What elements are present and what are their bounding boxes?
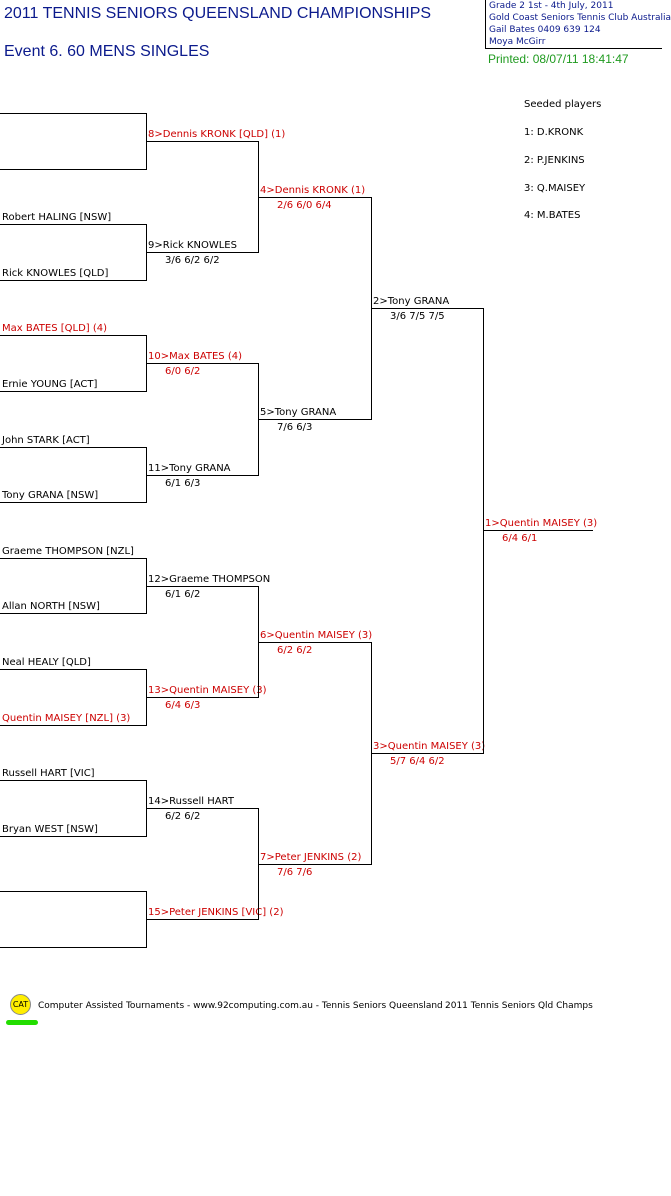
- bracket-line: [146, 808, 258, 809]
- event-title: Event 6. 60 MENS SINGLES: [4, 43, 210, 60]
- match-winner: 13>Quentin MAISEY (3): [148, 685, 267, 696]
- bracket-line: [0, 947, 146, 948]
- player-name: Allan NORTH [NSW]: [2, 601, 100, 612]
- bracket-line: [258, 864, 371, 865]
- bracket-line: [0, 780, 146, 781]
- match-winner: 8>Dennis KRONK [QLD] (1): [148, 129, 286, 140]
- seed-item: 2: P.JENKINS: [524, 155, 585, 166]
- cat-logo-icon: CAT: [10, 994, 31, 1015]
- info-line: Grade 2 1st - 4th July, 2011: [489, 1, 614, 11]
- player-name: Ernie YOUNG [ACT]: [2, 379, 98, 390]
- bracket-line: [0, 224, 146, 225]
- bracket-line: [0, 391, 146, 392]
- player-name: Bryan WEST [NSW]: [2, 824, 98, 835]
- info-line: Gail Bates 0409 639 124: [489, 25, 601, 35]
- player-name: Robert HALING [NSW]: [2, 212, 112, 223]
- match-score: 6/2 6/2: [277, 645, 313, 656]
- bracket-line: [0, 836, 146, 837]
- bracket-line: [0, 613, 146, 614]
- bracket-line: [146, 586, 258, 587]
- match-winner: 12>Graeme THOMPSON: [148, 574, 271, 585]
- match-winner: 2>Tony GRANA: [373, 296, 450, 307]
- bracket-line: [0, 113, 146, 114]
- match-winner: 14>Russell HART: [148, 796, 234, 807]
- player-name: Graeme THOMPSON [NZL]: [2, 546, 134, 557]
- match-winner: 6>Quentin MAISEY (3): [260, 630, 373, 641]
- match-score: 6/2 6/2: [165, 811, 201, 822]
- match-score: 6/4 6/3: [165, 700, 201, 711]
- match-winner: 5>Tony GRANA: [260, 407, 337, 418]
- bracket-line: [258, 419, 371, 420]
- bracket-line: [0, 669, 146, 670]
- bracket-line: [0, 169, 146, 170]
- bracket-line: [146, 141, 258, 142]
- match-score: 6/1 6/3: [165, 478, 201, 489]
- match-winner: 9>Rick KNOWLES: [148, 240, 237, 251]
- bracket-line: [146, 252, 258, 253]
- bracket-line: [0, 447, 146, 448]
- match-score: 7/6 7/6: [277, 867, 313, 878]
- match-score: 6/0 6/2: [165, 366, 201, 377]
- bracket-line: [146, 363, 258, 364]
- info-line: Gold Coast Seniors Tennis Club Australia: [489, 13, 671, 23]
- match-score: 6/4 6/1: [502, 533, 538, 544]
- player-name: Tony GRANA [NSW]: [2, 490, 99, 501]
- bracket-line: [483, 308, 484, 754]
- seed-item: 1: D.KRONK: [524, 127, 584, 138]
- match-score: 7/6 6/3: [277, 422, 313, 433]
- match-winner: 4>Dennis KRONK (1): [260, 185, 366, 196]
- player-name: Max BATES [QLD] (4): [2, 323, 108, 334]
- player-name: Rick KNOWLES [QLD]: [2, 268, 109, 279]
- tournament-title: 2011 TENNIS SENIORS QUEENSLAND CHAMPIONS…: [4, 5, 432, 22]
- bracket-line: [371, 308, 483, 309]
- player-name: Quentin MAISEY [NZL] (3): [2, 713, 131, 724]
- info-box: Grade 2 1st - 4th July, 2011 Gold Coast …: [485, 0, 671, 49]
- match-score: 3/6 7/5 7/5: [390, 311, 445, 322]
- bracket-line: [258, 642, 371, 643]
- match-score: 6/1 6/2: [165, 589, 201, 600]
- footer-right-text: 2011 Tennis Seniors Qld Champs: [445, 1001, 593, 1011]
- match-score: 3/6 6/2 6/2: [165, 255, 220, 266]
- player-name: Russell HART [VIC]: [2, 768, 95, 779]
- bracket-line: [483, 530, 593, 531]
- seeds-heading: Seeded players: [524, 99, 602, 110]
- seed-item: 4: M.BATES: [524, 210, 581, 221]
- bracket-line: [0, 280, 146, 281]
- match-winner: 11>Tony GRANA: [148, 463, 231, 474]
- info-line: Moya McGirr: [489, 37, 546, 47]
- bracket-line: [0, 502, 146, 503]
- match-winner: 15>Peter JENKINS [VIC] (2): [148, 907, 284, 918]
- printed-timestamp: Printed: 08/07/11 18:41:47: [488, 52, 629, 66]
- bracket-line: [0, 725, 146, 726]
- bracket-line: [146, 697, 258, 698]
- bracket-line: [146, 919, 258, 920]
- bracket-line: [0, 891, 146, 892]
- footer-text: Computer Assisted Tournaments - www.92co…: [38, 1001, 443, 1011]
- player-name: Neal HEALY [QLD]: [2, 657, 91, 668]
- match-winner: 1>Quentin MAISEY (3): [485, 518, 598, 529]
- bracket-line: [371, 753, 483, 754]
- cat-logo-bar: [6, 1020, 38, 1025]
- match-winner: 10>Max BATES (4): [148, 351, 242, 362]
- match-winner: 3>Quentin MAISEY (3): [373, 741, 486, 752]
- player-name: John STARK [ACT]: [2, 435, 90, 446]
- match-score: 5/7 6/4 6/2: [390, 756, 445, 767]
- bracket-line: [146, 475, 258, 476]
- bracket-line: [0, 558, 146, 559]
- bracket-line: [258, 197, 371, 198]
- bracket-line: [0, 335, 146, 336]
- match-score: 2/6 6/0 6/4: [277, 200, 332, 211]
- match-winner: 7>Peter JENKINS (2): [260, 852, 362, 863]
- seed-item: 3: Q.MAISEY: [524, 183, 586, 194]
